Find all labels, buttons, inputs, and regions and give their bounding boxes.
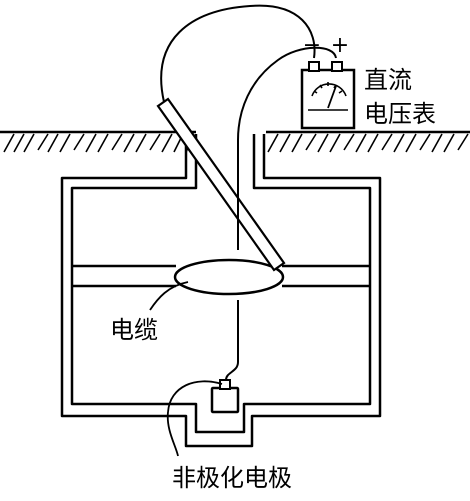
- ground-hatching-left: [3, 133, 195, 153]
- electrode-wire-lower: [225, 300, 239, 386]
- shaft-opening: [196, 126, 266, 138]
- probe-rod: [156, 97, 286, 272]
- dc-voltmeter: − +: [300, 33, 356, 130]
- cable: [72, 258, 370, 296]
- cable-joint: [173, 258, 285, 296]
- voltmeter-dial: [308, 82, 348, 111]
- cable-label: 电缆: [110, 316, 158, 344]
- electrode-wire: [237, 46, 337, 250]
- voltmeter-body: [300, 68, 356, 130]
- terminal-negative: [308, 61, 320, 72]
- minus-sign: −: [303, 33, 321, 58]
- electrode-leader-line: [166, 380, 223, 457]
- terminal-positive: [331, 61, 343, 72]
- plus-sign: +: [331, 33, 349, 58]
- electrode-label: 非极化电极: [172, 464, 292, 492]
- cable-pit: [60, 134, 382, 448]
- voltmeter-label-line1: 直流: [364, 66, 412, 94]
- cable-leader-line: [149, 281, 189, 311]
- ground-hatching-right: [267, 133, 469, 153]
- voltmeter-needle: [327, 85, 337, 109]
- voltmeter-label-line2: 电压表: [364, 100, 436, 128]
- probe-wire: [160, 4, 316, 103]
- non-polarized-electrode: [210, 379, 240, 414]
